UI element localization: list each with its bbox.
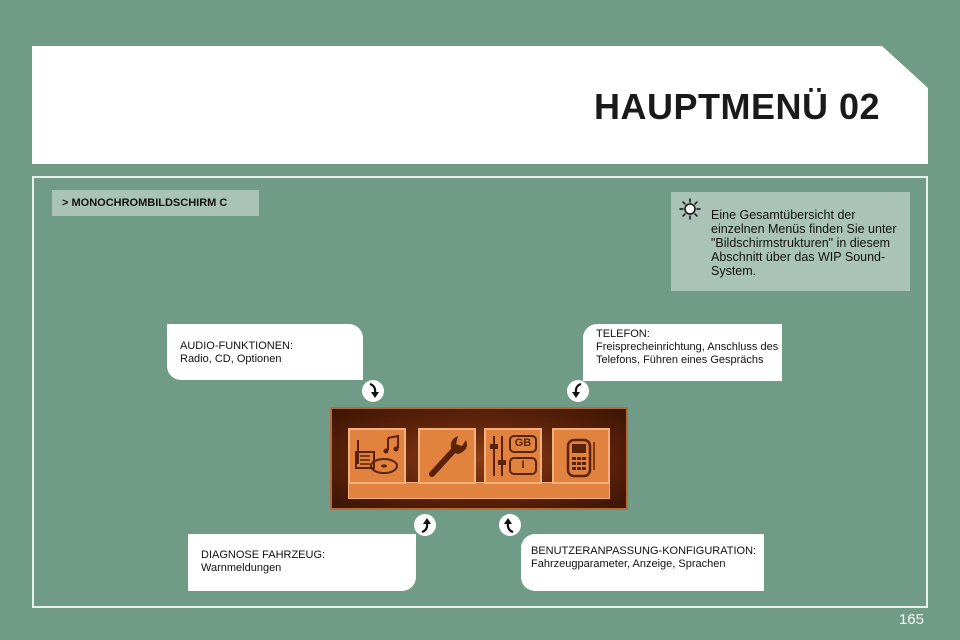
- callout-benutzer-title: BENUTZERANPASSUNG-KONFIGURATION:: [531, 545, 757, 557]
- info-box: Eine Gesamtübersicht der einzelnen Menüs…: [671, 192, 910, 291]
- callout-benutzeranpassung: BENUTZERANPASSUNG-KONFIGURATION: Fahrzeu…: [521, 534, 764, 591]
- section-tag: > MONOCHROMBILDSCHIRM C: [52, 190, 259, 216]
- screen-status-bar: [348, 482, 610, 499]
- content-frame: [32, 176, 928, 608]
- wrench-icon: [418, 428, 476, 484]
- arrow-up-left-icon: [499, 514, 521, 536]
- callout-diagnose-body: Warnmeldungen: [201, 562, 282, 574]
- monochrome-screen: GB I: [330, 407, 628, 510]
- callout-telefon: TELEFON: Freisprecheinrichtung, Anschlus…: [583, 324, 782, 381]
- callout-benutzer-body: Fahrzeugparameter, Anzeige, Sprachen: [531, 558, 726, 570]
- info-text: Eine Gesamtübersicht der einzelnen Menüs…: [711, 208, 897, 278]
- header-panel: HAUPTMENÜ 02: [32, 46, 928, 164]
- language-i-label: I: [521, 459, 525, 471]
- callout-audio-funktionen: AUDIO-FUNKTIONEN: Radio, CD, Optionen: [167, 324, 363, 380]
- settings-language-icon: GB I: [484, 428, 542, 484]
- callout-telefon-title: TELEFON:: [596, 328, 650, 340]
- callout-audio-title: AUDIO-FUNKTIONEN:: [180, 340, 294, 352]
- page-number: 165: [898, 611, 924, 628]
- callout-diagnose-title: DIAGNOSE FAHRZEUG:: [201, 549, 326, 561]
- arrow-up-right-icon: [414, 514, 436, 536]
- page-title: HAUPTMENÜ 02: [593, 86, 880, 127]
- callout-telefon-body: Freisprecheinrichtung, Anschluss des Tel…: [596, 341, 779, 366]
- phone-icon: [552, 428, 610, 484]
- callout-diagnose-fahrzeug: DIAGNOSE FAHRZEUG: Warnmeldungen: [188, 534, 416, 591]
- language-gb-label: GB: [514, 437, 532, 449]
- arrow-down-left-icon: [567, 380, 589, 402]
- callout-audio-body: Radio, CD, Optionen: [180, 353, 282, 365]
- lightbulb-icon: [679, 198, 701, 220]
- arrow-down-right-icon: [362, 380, 384, 402]
- audio-icon: [348, 428, 406, 484]
